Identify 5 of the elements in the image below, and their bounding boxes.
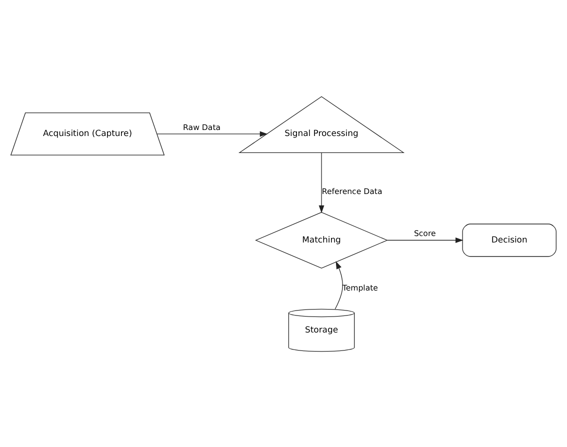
arrow xyxy=(334,260,343,309)
arrow xyxy=(156,130,268,136)
arrow xyxy=(386,237,464,242)
node-box: Decision xyxy=(462,223,556,256)
arrow xyxy=(318,152,324,213)
